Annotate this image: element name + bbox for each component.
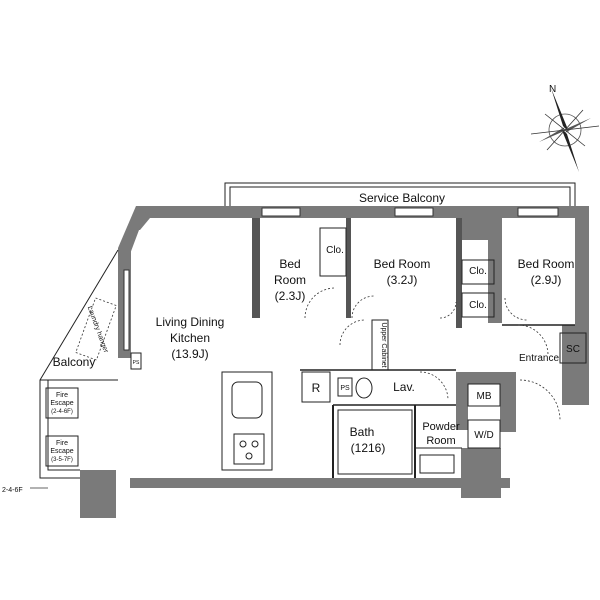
closet-label-3: Clo. bbox=[469, 300, 487, 311]
compass-north-label: N bbox=[549, 84, 556, 95]
washer-dryer-label: W/D bbox=[474, 430, 493, 441]
washer-dryer-space bbox=[467, 419, 501, 449]
shoe-cabinet bbox=[559, 332, 587, 364]
lav-label: Lav. bbox=[393, 380, 415, 394]
fire-escape-2-line2: Escape bbox=[50, 448, 73, 455]
toilet-icon bbox=[355, 377, 373, 399]
bed-small-line1: Bed bbox=[279, 257, 300, 271]
bed-mid-line1: Bed Room bbox=[374, 257, 431, 271]
closet-label-2: Clo. bbox=[469, 266, 487, 277]
bath-label: Bath bbox=[350, 425, 375, 439]
fire-escape-1-line2: Escape bbox=[50, 400, 73, 407]
bath-size: (1216) bbox=[351, 441, 386, 455]
ps-label: PS bbox=[340, 385, 350, 392]
ldk-label-line2: Kitchen bbox=[170, 331, 210, 345]
ps-small-label: PS bbox=[133, 360, 140, 366]
ps-box-small bbox=[130, 352, 142, 370]
service-balcony-label: Service Balcony bbox=[359, 191, 445, 205]
powder-label-line1: Powder bbox=[422, 421, 460, 433]
powder-label-line2: Room bbox=[426, 435, 455, 447]
laundry-hanger-label: Laundry hanger bbox=[86, 305, 110, 354]
door-swings bbox=[304, 287, 561, 421]
fire-escape-hatches bbox=[45, 387, 79, 467]
ps-box bbox=[337, 377, 353, 397]
compass-rose-icon bbox=[530, 88, 600, 172]
fire-escape-1-floors: (2-4-6F) bbox=[51, 409, 73, 415]
refrigerator-label: R bbox=[312, 381, 321, 395]
entrance-label: Entrance bbox=[519, 353, 559, 364]
closets bbox=[319, 227, 495, 318]
ldk-label-line1: Living Dining bbox=[156, 315, 225, 329]
bed-mid-size: (3.2J) bbox=[387, 273, 418, 287]
floor-note: 2-4-6F bbox=[2, 487, 23, 494]
closet-label-1: Clo. bbox=[326, 245, 344, 256]
interior-walls bbox=[252, 218, 575, 478]
powder-sink bbox=[419, 454, 455, 474]
balcony-label: Balcony bbox=[53, 355, 96, 369]
fire-escape-2-line1: Fire bbox=[56, 440, 68, 447]
bed-right-line1: Bed Room bbox=[518, 257, 575, 271]
fire-escape-2-floors: (3-5-7F) bbox=[51, 457, 73, 463]
meter-box bbox=[467, 383, 501, 407]
kitchen-counter bbox=[221, 371, 273, 471]
upper-cabinet bbox=[371, 319, 389, 371]
bed-small-size: (2.3J) bbox=[275, 289, 306, 303]
bed-right-size: (2.9J) bbox=[531, 273, 562, 287]
balcony-outline bbox=[39, 249, 119, 479]
bathtub bbox=[337, 409, 413, 475]
fire-escape-1-line1: Fire bbox=[56, 392, 68, 399]
windows bbox=[123, 207, 559, 351]
ldk-size: (13.9J) bbox=[171, 347, 208, 361]
refrigerator-space bbox=[301, 371, 331, 403]
bed-small-line2: Room bbox=[274, 273, 306, 287]
upper-cabinet-label: Upper Cabinet bbox=[380, 322, 387, 367]
meter-box-label: MB bbox=[477, 391, 492, 402]
shoe-cabinet-label: SC bbox=[566, 344, 580, 355]
